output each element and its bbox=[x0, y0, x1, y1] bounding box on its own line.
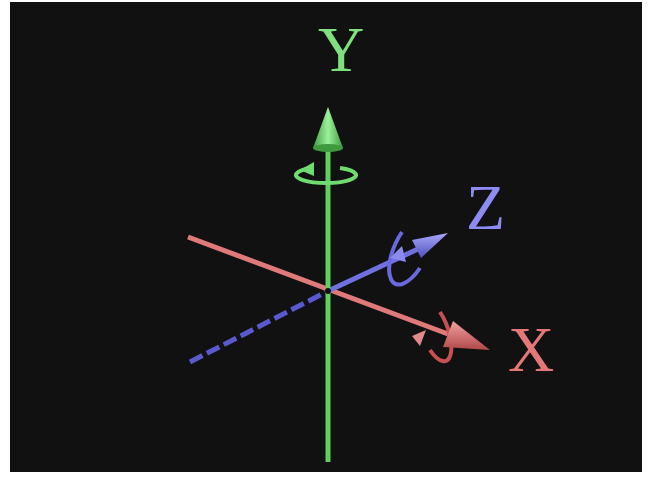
x-axis-line bbox=[188, 237, 448, 334]
x-arrowhead bbox=[443, 321, 490, 350]
z-arrowhead bbox=[412, 233, 448, 258]
y-arrowhead bbox=[313, 107, 343, 148]
axis-label: Z bbox=[466, 176, 505, 240]
background bbox=[10, 2, 642, 472]
z-axis-negative bbox=[190, 291, 328, 362]
y-arrowhead-base bbox=[313, 144, 343, 152]
z-rotation-head bbox=[390, 246, 406, 262]
axis-label: Y bbox=[318, 18, 364, 82]
x-rotation-head bbox=[412, 330, 426, 346]
axis-label: X bbox=[508, 318, 554, 382]
origin-point bbox=[325, 288, 331, 294]
y-rotation-head bbox=[300, 162, 314, 176]
y-axis-line bbox=[326, 146, 331, 462]
